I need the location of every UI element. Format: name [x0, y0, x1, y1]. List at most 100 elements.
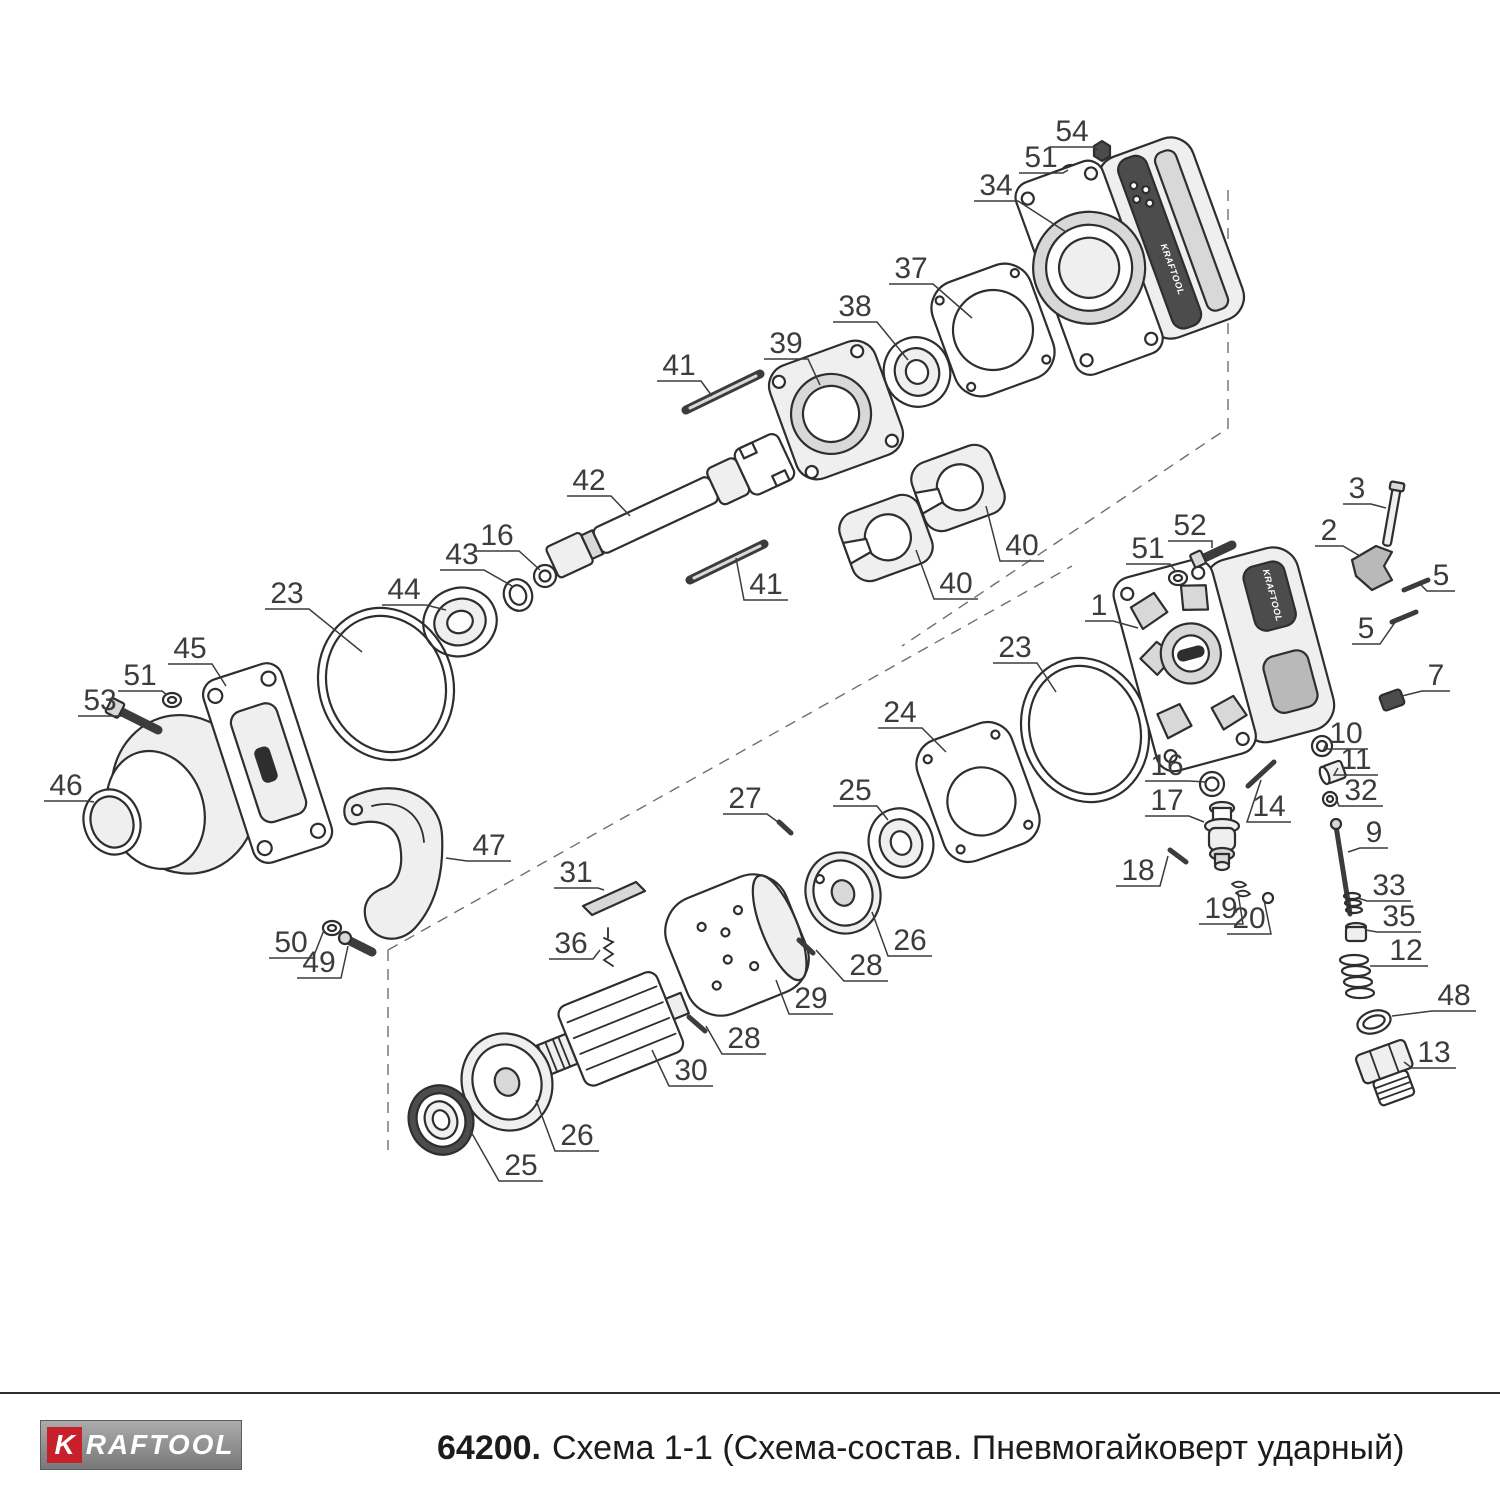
callout-label-36: 36: [554, 927, 587, 960]
callout-46: 46: [44, 769, 95, 803]
drawing-title: Схема 1-1 (Схема-состав. Пневмогайковерт…: [552, 1428, 1405, 1467]
callout-10: 10: [1322, 717, 1368, 750]
part-valve-stem-3: [1382, 480, 1406, 547]
callout-9: 9: [1347, 816, 1388, 853]
callout-35: 35: [1365, 900, 1421, 933]
callout-label-17: 17: [1150, 784, 1183, 817]
part-hammer-40-b: [838, 493, 934, 583]
callout-label-51: 51: [1024, 141, 1057, 174]
callout-54: 54: [1050, 115, 1099, 151]
callout-label-43: 43: [445, 538, 478, 571]
callout-38: 38: [833, 290, 909, 361]
callout-2: 2: [1315, 514, 1361, 557]
callout-42: 42: [567, 464, 631, 517]
callout-label-9: 9: [1366, 816, 1383, 849]
callout-label-33: 33: [1372, 869, 1405, 902]
callout-label-1: 1: [1091, 589, 1108, 622]
callout-label-52: 52: [1173, 509, 1206, 542]
part-pin-28-a: [796, 937, 816, 956]
callout-label-12: 12: [1389, 934, 1422, 967]
callout-23: 23: [265, 577, 363, 653]
part-valve-35: [1344, 921, 1368, 943]
callout-11: 11: [1332, 743, 1378, 776]
callout-label-38: 38: [838, 290, 871, 323]
part-pin-27: [776, 819, 794, 836]
callout-28: 28: [705, 1022, 766, 1055]
callout-20: 20: [1227, 899, 1272, 935]
callout-5: 5: [1352, 612, 1399, 645]
callout-39: 39: [764, 327, 821, 386]
callout-24: 24: [878, 696, 947, 753]
callout-label-42: 42: [572, 464, 605, 497]
part-gasket-37: [930, 262, 1056, 398]
part-ring-32: [1321, 790, 1339, 808]
part-bearing-25-right: [867, 807, 935, 879]
kraftool-logo: K RAFTOOL: [40, 1420, 242, 1470]
part-screw-52: [1189, 540, 1237, 569]
part-hammer-case-39: [767, 339, 905, 481]
part-spring-33: [1342, 891, 1364, 915]
callout-34: 34: [974, 169, 1067, 233]
part-pin-5-a: [1401, 577, 1431, 593]
callout-label-31: 31: [559, 856, 592, 889]
kraftool-k-icon: K: [47, 1427, 82, 1463]
callout-26: 26: [871, 911, 932, 957]
callout-44: 44: [382, 573, 447, 611]
callout-50: 50: [269, 926, 325, 959]
callout-label-10: 10: [1329, 717, 1362, 750]
part-anvil-shaft-42: [545, 433, 796, 579]
callout-41: 41: [657, 349, 713, 397]
callout-18: 18: [1116, 854, 1169, 887]
callout-16: 16: [475, 519, 541, 571]
callout-label-28: 28: [727, 1022, 760, 1055]
callout-label-50: 50: [274, 926, 307, 959]
part-ring-43: [502, 578, 534, 612]
callout-40: 40: [985, 505, 1044, 562]
callout-label-53: 53: [83, 684, 116, 717]
part-bushing-44: [422, 586, 498, 658]
part-rotor-30: [531, 971, 690, 1087]
callout-51: 51: [118, 659, 168, 696]
callout-41: 41: [735, 557, 788, 601]
part-air-inlet-13: [1354, 1038, 1416, 1107]
callout-16: 16: [1145, 749, 1207, 783]
callout-label-26: 26: [560, 1119, 593, 1152]
part-spring-12: [1338, 953, 1376, 1000]
callout-14: 14: [1245, 779, 1291, 823]
callout-19: 19: [1199, 892, 1244, 925]
callout-28: 28: [815, 949, 888, 982]
callout-label-48: 48: [1437, 979, 1470, 1012]
callout-29: 29: [775, 979, 833, 1015]
callout-label-18: 18: [1121, 854, 1154, 887]
callout-13: 13: [1403, 1036, 1456, 1069]
drawing-caption: 64200. Схема 1-1 (Схема-состав. Пневмога…: [437, 1394, 1404, 1500]
callout-label-16: 16: [1150, 749, 1183, 782]
part-pin-41-b: [685, 539, 769, 585]
callout-37: 37: [889, 252, 973, 319]
callout-52: 52: [1168, 509, 1213, 548]
callout-label-25: 25: [504, 1149, 537, 1182]
callout-51: 51: [1019, 141, 1069, 174]
part-bearing-25-left: [407, 1084, 475, 1156]
callout-label-5: 5: [1433, 559, 1450, 592]
callout-label-44: 44: [387, 573, 420, 606]
callout-40: 40: [915, 549, 978, 600]
callout-label-20: 20: [1232, 902, 1265, 935]
callout-49: 49: [297, 945, 349, 979]
callout-label-7: 7: [1428, 659, 1445, 692]
callout-label-45: 45: [173, 632, 206, 665]
part-ball-20: [1261, 891, 1275, 905]
callout-label-41: 41: [662, 349, 695, 382]
callout-label-5: 5: [1358, 612, 1375, 645]
callout-label-16: 16: [480, 519, 513, 552]
callout-label-34: 34: [979, 169, 1012, 202]
part-spring-19: [1231, 880, 1252, 898]
part-hammer-40-a: [910, 443, 1006, 533]
callout-25: 25: [833, 774, 889, 821]
callout-label-40: 40: [1005, 529, 1038, 562]
part-washer-51-left: [161, 691, 183, 709]
callout-27: 27: [723, 782, 779, 823]
part-o-ring-48: [1356, 1009, 1392, 1035]
